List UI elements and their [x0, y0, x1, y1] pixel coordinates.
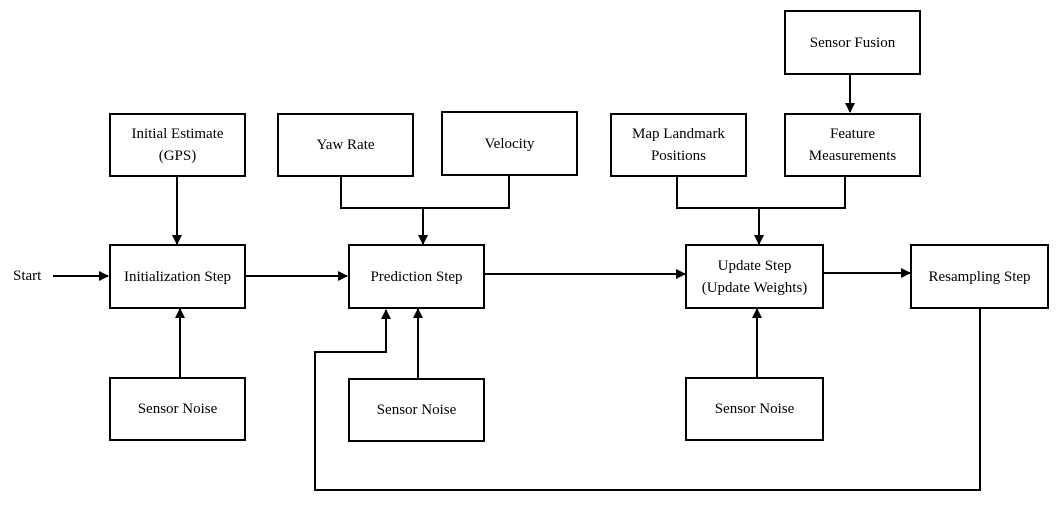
velocity-label: Velocity [484, 135, 535, 152]
resampling-step-label: Resampling Step [928, 268, 1031, 285]
yaw-rate-box: Yaw Rate [277, 113, 414, 177]
sensor-noise-label-3: Sensor Noise [714, 401, 795, 417]
sensor-noise-box-3: Sensor Noise [685, 377, 824, 441]
map-landmark-box: Map Landmark Positions [610, 113, 747, 177]
sensor-noise-label-2: Sensor Noise [376, 402, 457, 418]
sensor-noise-label-1: Sensor Noise [137, 401, 218, 417]
connector-yaw-velocity-merge [340, 176, 510, 209]
start-label: Start [13, 268, 42, 284]
velocity-box: Velocity [441, 111, 578, 176]
map-landmark-line2: Positions [650, 148, 706, 164]
prediction-step-box: Prediction Step [348, 244, 485, 309]
update-step-line1: Update Step [717, 257, 792, 274]
prediction-step-label: Prediction Step [370, 268, 463, 285]
sensor-fusion-box: Sensor Fusion [784, 10, 921, 75]
arrow-resampling-feedback-to-prediction [314, 309, 981, 491]
initial-estimate-box: Initial Estimate (GPS) [109, 113, 246, 177]
sensor-noise-box-1: Sensor Noise [109, 377, 246, 441]
connector-landmark-feature-merge [676, 177, 846, 209]
sensor-noise-box-2: Sensor Noise [348, 378, 485, 442]
feature-measurements-line1: Feature [830, 126, 875, 142]
sensor-fusion-label: Sensor Fusion [809, 34, 896, 51]
initialization-step-box: Initialization Step [109, 244, 246, 309]
update-step-line2: (Update Weights) [701, 279, 808, 296]
map-landmark-line1: Map Landmark [632, 126, 725, 142]
initial-estimate-line1: Initial Estimate [131, 126, 224, 142]
feature-measurements-box: Feature Measurements [784, 113, 921, 177]
initialization-step-label: Initialization Step [123, 268, 232, 285]
initial-estimate-line2: (GPS) [158, 148, 197, 164]
yaw-rate-label: Yaw Rate [316, 137, 375, 153]
feature-measurements-line2: Measurements [808, 148, 897, 164]
update-step-box: Update Step (Update Weights) [685, 244, 824, 309]
resampling-step-box: Resampling Step [910, 244, 1049, 309]
